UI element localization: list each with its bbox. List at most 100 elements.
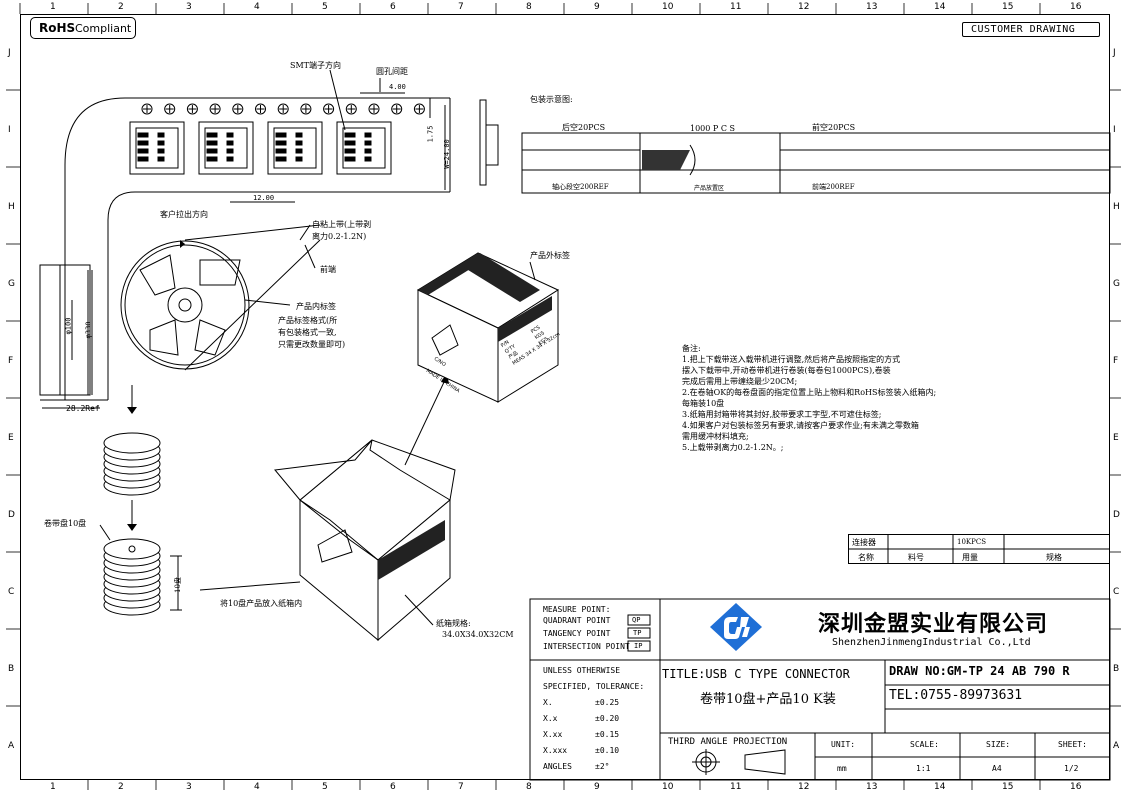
zone-row-left: F — [8, 356, 14, 366]
zone-col-top: 12 — [798, 2, 810, 12]
measure-point: MEASURE POINT: — [543, 605, 611, 614]
tangency-point: TANGENCY POINT — [543, 629, 611, 638]
zone-col-bottom: 16 — [1070, 782, 1082, 792]
zone-col-top: 13 — [866, 2, 878, 12]
core-empty-label: 轴心段空200REF — [552, 183, 609, 191]
zone-col-top: 16 — [1070, 2, 1082, 12]
tp-code: TP — [633, 629, 642, 637]
zone-row-right: B — [1113, 664, 1120, 674]
note-line: 2.在卷轴OK的每卷盘面的指定位置上贴上物料和RoHS标签装入纸箱内; — [682, 388, 937, 397]
dim-175: 1.75 — [426, 125, 435, 143]
zone-col-top: 2 — [118, 2, 124, 12]
inner-label-title: 产品内标签 — [296, 302, 336, 311]
tol-label: X.x — [543, 714, 558, 723]
projection-label: THIRD ANGLE PROJECTION — [668, 737, 788, 747]
rohs-bold: RoHS — [39, 21, 76, 35]
tol-value: ±0.20 — [595, 714, 620, 723]
tol-label: X. — [543, 698, 553, 707]
zone-row-right: A — [1113, 741, 1120, 751]
bom-cell: 名称 — [858, 553, 874, 562]
tol-value: ±2° — [595, 762, 610, 771]
tol-label: X.xxx — [543, 746, 568, 755]
qp-code: QP — [632, 616, 641, 624]
label-format-1: 产品标签格式(所 — [278, 316, 338, 325]
bom-cell: 用量 — [962, 553, 978, 562]
label-format-3: 只需更改数量即可) — [278, 340, 346, 349]
tol-value: ±0.15 — [595, 730, 620, 739]
tol-value: ±0.10 — [595, 746, 620, 755]
zone-row-left: I — [8, 125, 11, 135]
unit-label: UNIT: — [831, 740, 856, 749]
zone-row-left: A — [8, 741, 15, 751]
tel: TEL:0755-89973631 — [889, 688, 1023, 703]
sheet-label: SHEET: — [1058, 740, 1087, 749]
notes-block: 备注: 1.把上下载带送入载带机进行调整,然后将产品按照指定的方式 摆入下载带中… — [682, 343, 936, 453]
rohs-badge: RoHS Compliant — [30, 17, 136, 39]
zone-row-right: J — [1113, 48, 1116, 58]
zone-col-bottom: 6 — [390, 782, 396, 792]
note-line: 5.上载带剥离力0.2-1.2N。; — [682, 443, 784, 452]
bom-cell: 料号 — [908, 553, 924, 562]
note-line: 需用缓冲材料填充; — [682, 432, 749, 441]
company-name-cn: 深圳金盟实业有限公司 — [818, 612, 1049, 637]
zone-col-top: 10 — [662, 2, 674, 12]
zone-row-right: F — [1113, 356, 1119, 366]
zone-row-left: D — [8, 510, 15, 520]
zone-col-top: 14 — [934, 2, 946, 12]
intersection-point: INTERSECTION POINT — [543, 642, 630, 651]
front-end-ref-label: 前端200REF — [812, 183, 855, 191]
note-line: 1.把上下载带送入载带机进行调整,然后将产品按照指定的方式 — [682, 355, 901, 364]
tol-label: X.xx — [543, 730, 563, 739]
stack-dim-label: 10盘 — [173, 577, 182, 593]
zone-col-bottom: 13 — [866, 782, 878, 792]
zone-col-top: 9 — [594, 2, 600, 12]
company-logo — [708, 601, 764, 653]
draw-no: DRAW NO:GM-TP 24 AB 790 R — [889, 664, 1070, 678]
dia100-label: φ100 — [64, 317, 73, 335]
zone-row-right: G — [1113, 279, 1120, 289]
zone-col-bottom: 11 — [730, 782, 742, 792]
tol-value: ±0.25 — [595, 698, 620, 707]
dim-400: 4.00 — [389, 83, 406, 91]
unit-value: mm — [837, 764, 847, 773]
sheet-value: 1/2 — [1064, 764, 1079, 773]
outer-label-title: 产品外标签 — [530, 251, 570, 260]
zone-row-right: C — [1113, 587, 1120, 597]
drawing-subtitle: 卷带10盘+产品10 K装 — [700, 692, 836, 707]
zone-col-top: 4 — [254, 2, 260, 12]
company-name-en: ShenzhenJinmengIndustrial Co.,Ltd — [832, 637, 1031, 648]
customer-drawing-text: CUSTOMER DRAWING — [971, 24, 1076, 35]
zone-col-bottom: 12 — [798, 782, 810, 792]
zone-row-left: B — [8, 664, 15, 674]
size-label: SIZE: — [986, 740, 1011, 749]
zone-col-bottom: 8 — [526, 782, 532, 792]
zone-row-left: J — [8, 48, 11, 58]
zone-col-top: 11 — [730, 2, 742, 12]
zone-col-top: 8 — [526, 2, 532, 12]
smt-direction-label: SMT端子方向 — [290, 61, 342, 70]
zone-col-bottom: 7 — [458, 782, 464, 792]
zone-row-left: C — [8, 587, 15, 597]
adhesive-tape-label-1: 自粘上带(上带剥 — [312, 220, 372, 229]
size-value: A4 — [992, 764, 1002, 773]
product-zone-label: 产品放置区 — [694, 185, 725, 192]
pull-direction-label: 客户拉出方向 — [160, 210, 208, 219]
zone-row-right: D — [1113, 510, 1120, 520]
label-format-2: 有包装格式一致, — [278, 328, 337, 337]
zone-col-bottom: 3 — [186, 782, 192, 792]
scale-value: 1:1 — [916, 764, 931, 773]
front-empty-label: 前空20PCS — [812, 123, 856, 132]
zone-col-top: 15 — [1002, 2, 1014, 12]
zone-col-bottom: 4 — [254, 782, 260, 792]
adhesive-tape-label-2: 离力0.2-1.2N) — [312, 232, 367, 241]
zone-col-bottom: 9 — [594, 782, 600, 792]
drawing-title: TITLE:USB C TYPE CONNECTOR — [662, 667, 850, 681]
zone-row-right: E — [1113, 433, 1119, 443]
packaging-title: 包装示意图: — [530, 95, 573, 104]
specified-tolerance: SPECIFIED, TOLERANCE: — [543, 682, 645, 691]
zone-col-bottom: 15 — [1002, 782, 1014, 792]
put-in-box-label: 将10盘产品放入纸箱内 — [220, 599, 303, 608]
zone-row-left: H — [8, 202, 15, 212]
note-line: 3.纸箱用封箱带将其封好,胶带要求工字型,不可遮住标签; — [682, 410, 882, 419]
